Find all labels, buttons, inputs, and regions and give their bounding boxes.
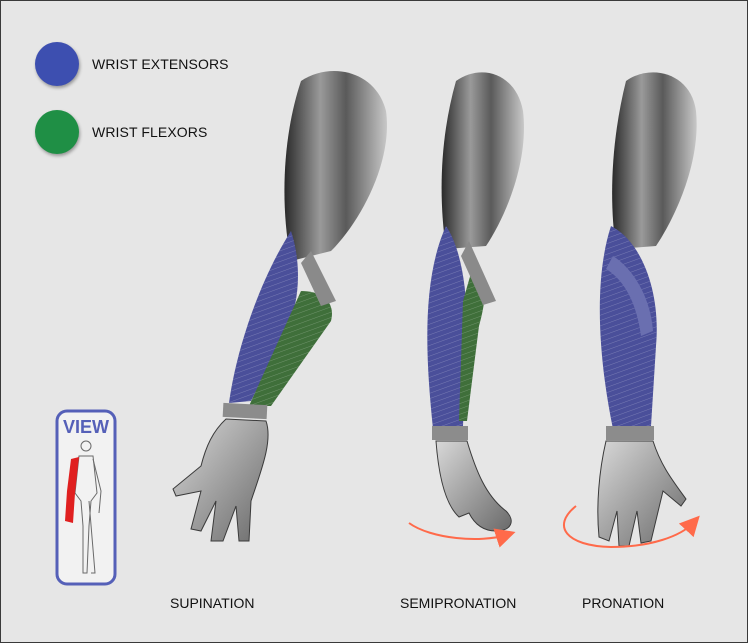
hand-pronation: [598, 441, 686, 546]
arm-semipronation: [409, 72, 524, 539]
caption-semipronation: SEMIPRONATION: [400, 595, 516, 611]
caption-pronation: PRONATION: [582, 595, 664, 611]
view-badge-label: VIEW: [63, 417, 109, 437]
upper-arm-pronation: [612, 72, 697, 249]
upper-arm-supination: [284, 71, 387, 261]
hand-semipronation: [436, 441, 511, 531]
caption-supination: SUPINATION: [170, 595, 255, 611]
arm-pronation: [564, 72, 697, 547]
view-badge: VIEW: [57, 411, 115, 584]
arm-supination: [173, 71, 387, 541]
hand-supination: [173, 419, 268, 541]
upper-arm-semipronation: [442, 72, 524, 249]
